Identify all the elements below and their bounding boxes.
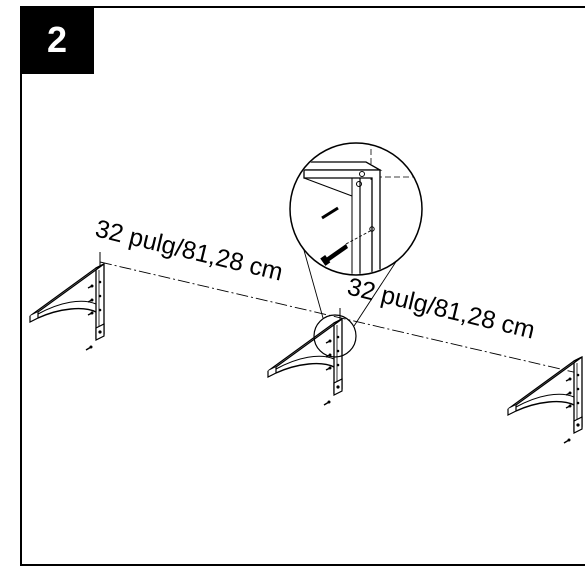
shelf-bracket-middle — [267, 318, 343, 406]
shelf-bracket-left — [29, 263, 105, 351]
assembly-diagram: 32 pulg/81,28 cm 32 pulg/81,28 cm — [29, 142, 583, 444]
detail-callout — [289, 142, 423, 276]
dimension-label-left: 32 pulg/81,28 cm — [93, 215, 286, 287]
shelf-bracket-right — [507, 356, 583, 444]
diagram-frame — [20, 6, 585, 566]
dimension-label-right: 32 pulg/81,28 cm — [345, 273, 538, 345]
detail-highlight-circle — [313, 314, 357, 358]
alignment-line — [99, 261, 583, 375]
step-number-badge: 2 — [20, 6, 94, 74]
